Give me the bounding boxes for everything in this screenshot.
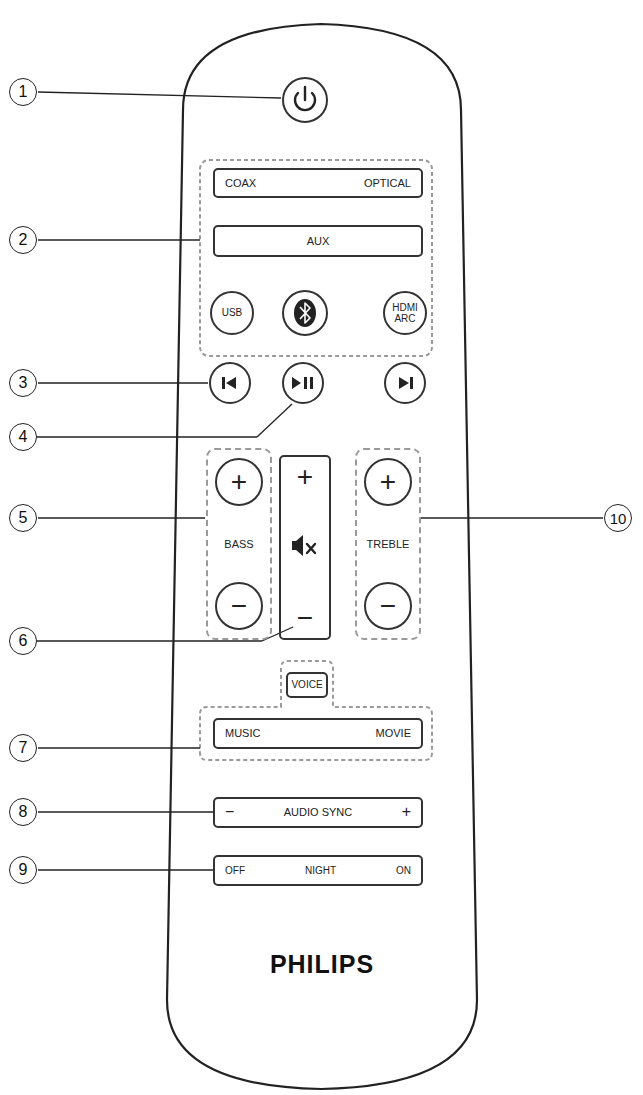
sound-mode-button: MUSIC MOVIE bbox=[213, 718, 423, 749]
button-label: MOVIE bbox=[376, 727, 411, 740]
callout-number: 5 bbox=[9, 504, 37, 532]
button-label: + bbox=[380, 468, 396, 496]
volume-bar: +− bbox=[279, 455, 331, 640]
bluetooth-button bbox=[283, 291, 327, 335]
button-label: + bbox=[231, 468, 247, 496]
button-label: BASS bbox=[224, 538, 253, 551]
callout-number: 7 bbox=[9, 734, 37, 762]
button-label: VOICE bbox=[291, 679, 322, 691]
button-label: + bbox=[297, 463, 313, 491]
button-label: AUDIO SYNC bbox=[284, 806, 352, 819]
bass-down-button: − bbox=[215, 582, 263, 630]
bass-group: BASS + − bbox=[206, 448, 272, 640]
treble-group: TREBLE + − bbox=[355, 448, 421, 640]
audio-sync-bar: − AUDIO SYNC + bbox=[213, 797, 423, 828]
callout-number: 2 bbox=[9, 226, 37, 254]
leader-lines bbox=[37, 92, 603, 870]
button-label: USB bbox=[222, 307, 243, 319]
remote-body bbox=[167, 24, 477, 1089]
button-label: ON bbox=[396, 865, 411, 877]
button-label: COAX bbox=[225, 177, 256, 190]
button-label: − bbox=[380, 592, 396, 620]
callout-number: 3 bbox=[9, 369, 37, 397]
input-button: COAX OPTICAL bbox=[213, 168, 423, 198]
sound-mode-group bbox=[200, 661, 432, 760]
callout-number: 4 bbox=[9, 423, 37, 451]
button-label: OPTICAL bbox=[364, 177, 411, 190]
button-label: OFF bbox=[225, 865, 245, 877]
callout-number: 1 bbox=[9, 78, 37, 106]
bass-up-button: + bbox=[215, 458, 263, 506]
brand-logo: PHILIPS bbox=[270, 950, 374, 979]
input-button: AUX bbox=[213, 225, 423, 257]
button-label: MUSIC bbox=[225, 727, 260, 740]
button-label: NIGHT bbox=[305, 865, 336, 877]
callout-number: 8 bbox=[9, 798, 37, 826]
input-button: HDMI ARC bbox=[383, 291, 427, 335]
treble-up-button: + bbox=[364, 458, 412, 506]
callout-number: 6 bbox=[9, 627, 37, 655]
treble-down-button: − bbox=[364, 582, 412, 630]
source-group bbox=[200, 160, 432, 356]
play-pause-button bbox=[283, 363, 323, 403]
mute-icon bbox=[292, 535, 315, 556]
button-label: TREBLE bbox=[367, 538, 410, 551]
next-button bbox=[385, 363, 425, 403]
button-label: − bbox=[225, 803, 234, 821]
night-mode-bar: OFF NIGHT ON bbox=[213, 855, 423, 886]
previous-button bbox=[210, 363, 250, 403]
button-label: + bbox=[402, 803, 411, 821]
callout-number: 9 bbox=[9, 856, 37, 884]
button-label: AUX bbox=[307, 235, 330, 248]
button-label: − bbox=[297, 604, 313, 632]
power-button bbox=[283, 78, 327, 122]
voice-button: VOICE bbox=[286, 672, 328, 698]
button-label: HDMI ARC bbox=[388, 302, 422, 325]
input-button: USB bbox=[210, 291, 254, 335]
button-label: − bbox=[231, 592, 247, 620]
callout-number: 10 bbox=[604, 504, 632, 532]
